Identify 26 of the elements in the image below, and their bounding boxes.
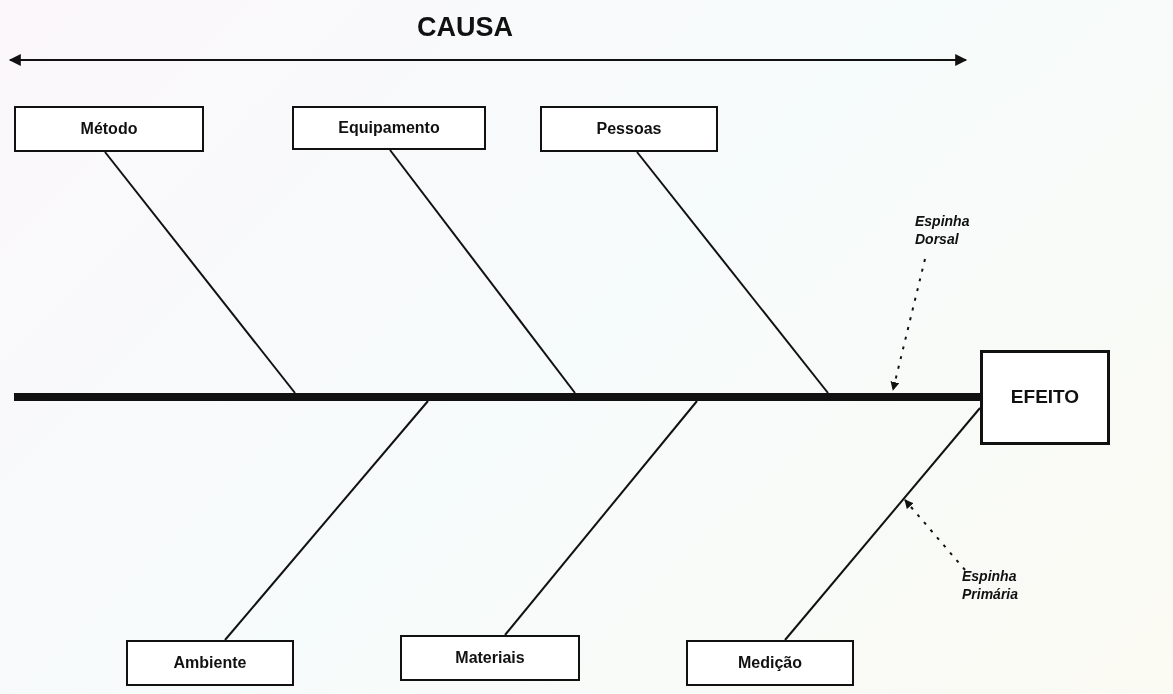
box-label: Equipamento <box>338 117 440 138</box>
annotation-text: Espinha Primária <box>962 566 1020 604</box>
category-box <box>292 106 486 150</box>
category-box <box>400 635 580 681</box>
spine-bar <box>14 393 980 401</box>
fishbone-line <box>104 151 296 394</box>
effect-box <box>980 350 1110 445</box>
category-box <box>686 640 854 686</box>
fishbone-line <box>504 400 698 636</box>
box-label: EFEITO <box>1010 385 1080 410</box>
box-label: Pessoas <box>596 118 662 139</box>
diagram-title: CAUSA <box>417 12 513 43</box>
category-box <box>126 640 294 686</box>
category-box <box>14 106 204 152</box>
leader-line <box>890 258 926 391</box>
category-box <box>540 106 718 152</box>
fishbone-line <box>784 407 981 641</box>
box-label: Medição <box>738 652 802 673</box>
fishbone-line <box>389 149 576 394</box>
fishbone-line <box>224 400 429 641</box>
box-label: Método <box>80 118 138 139</box>
box-label: Materiais <box>455 647 525 668</box>
annotation-text: Espinha Dorsal <box>915 211 971 249</box>
fishbone-line <box>636 151 829 394</box>
leader-line <box>904 499 966 571</box>
box-label: Ambiente <box>173 652 247 673</box>
